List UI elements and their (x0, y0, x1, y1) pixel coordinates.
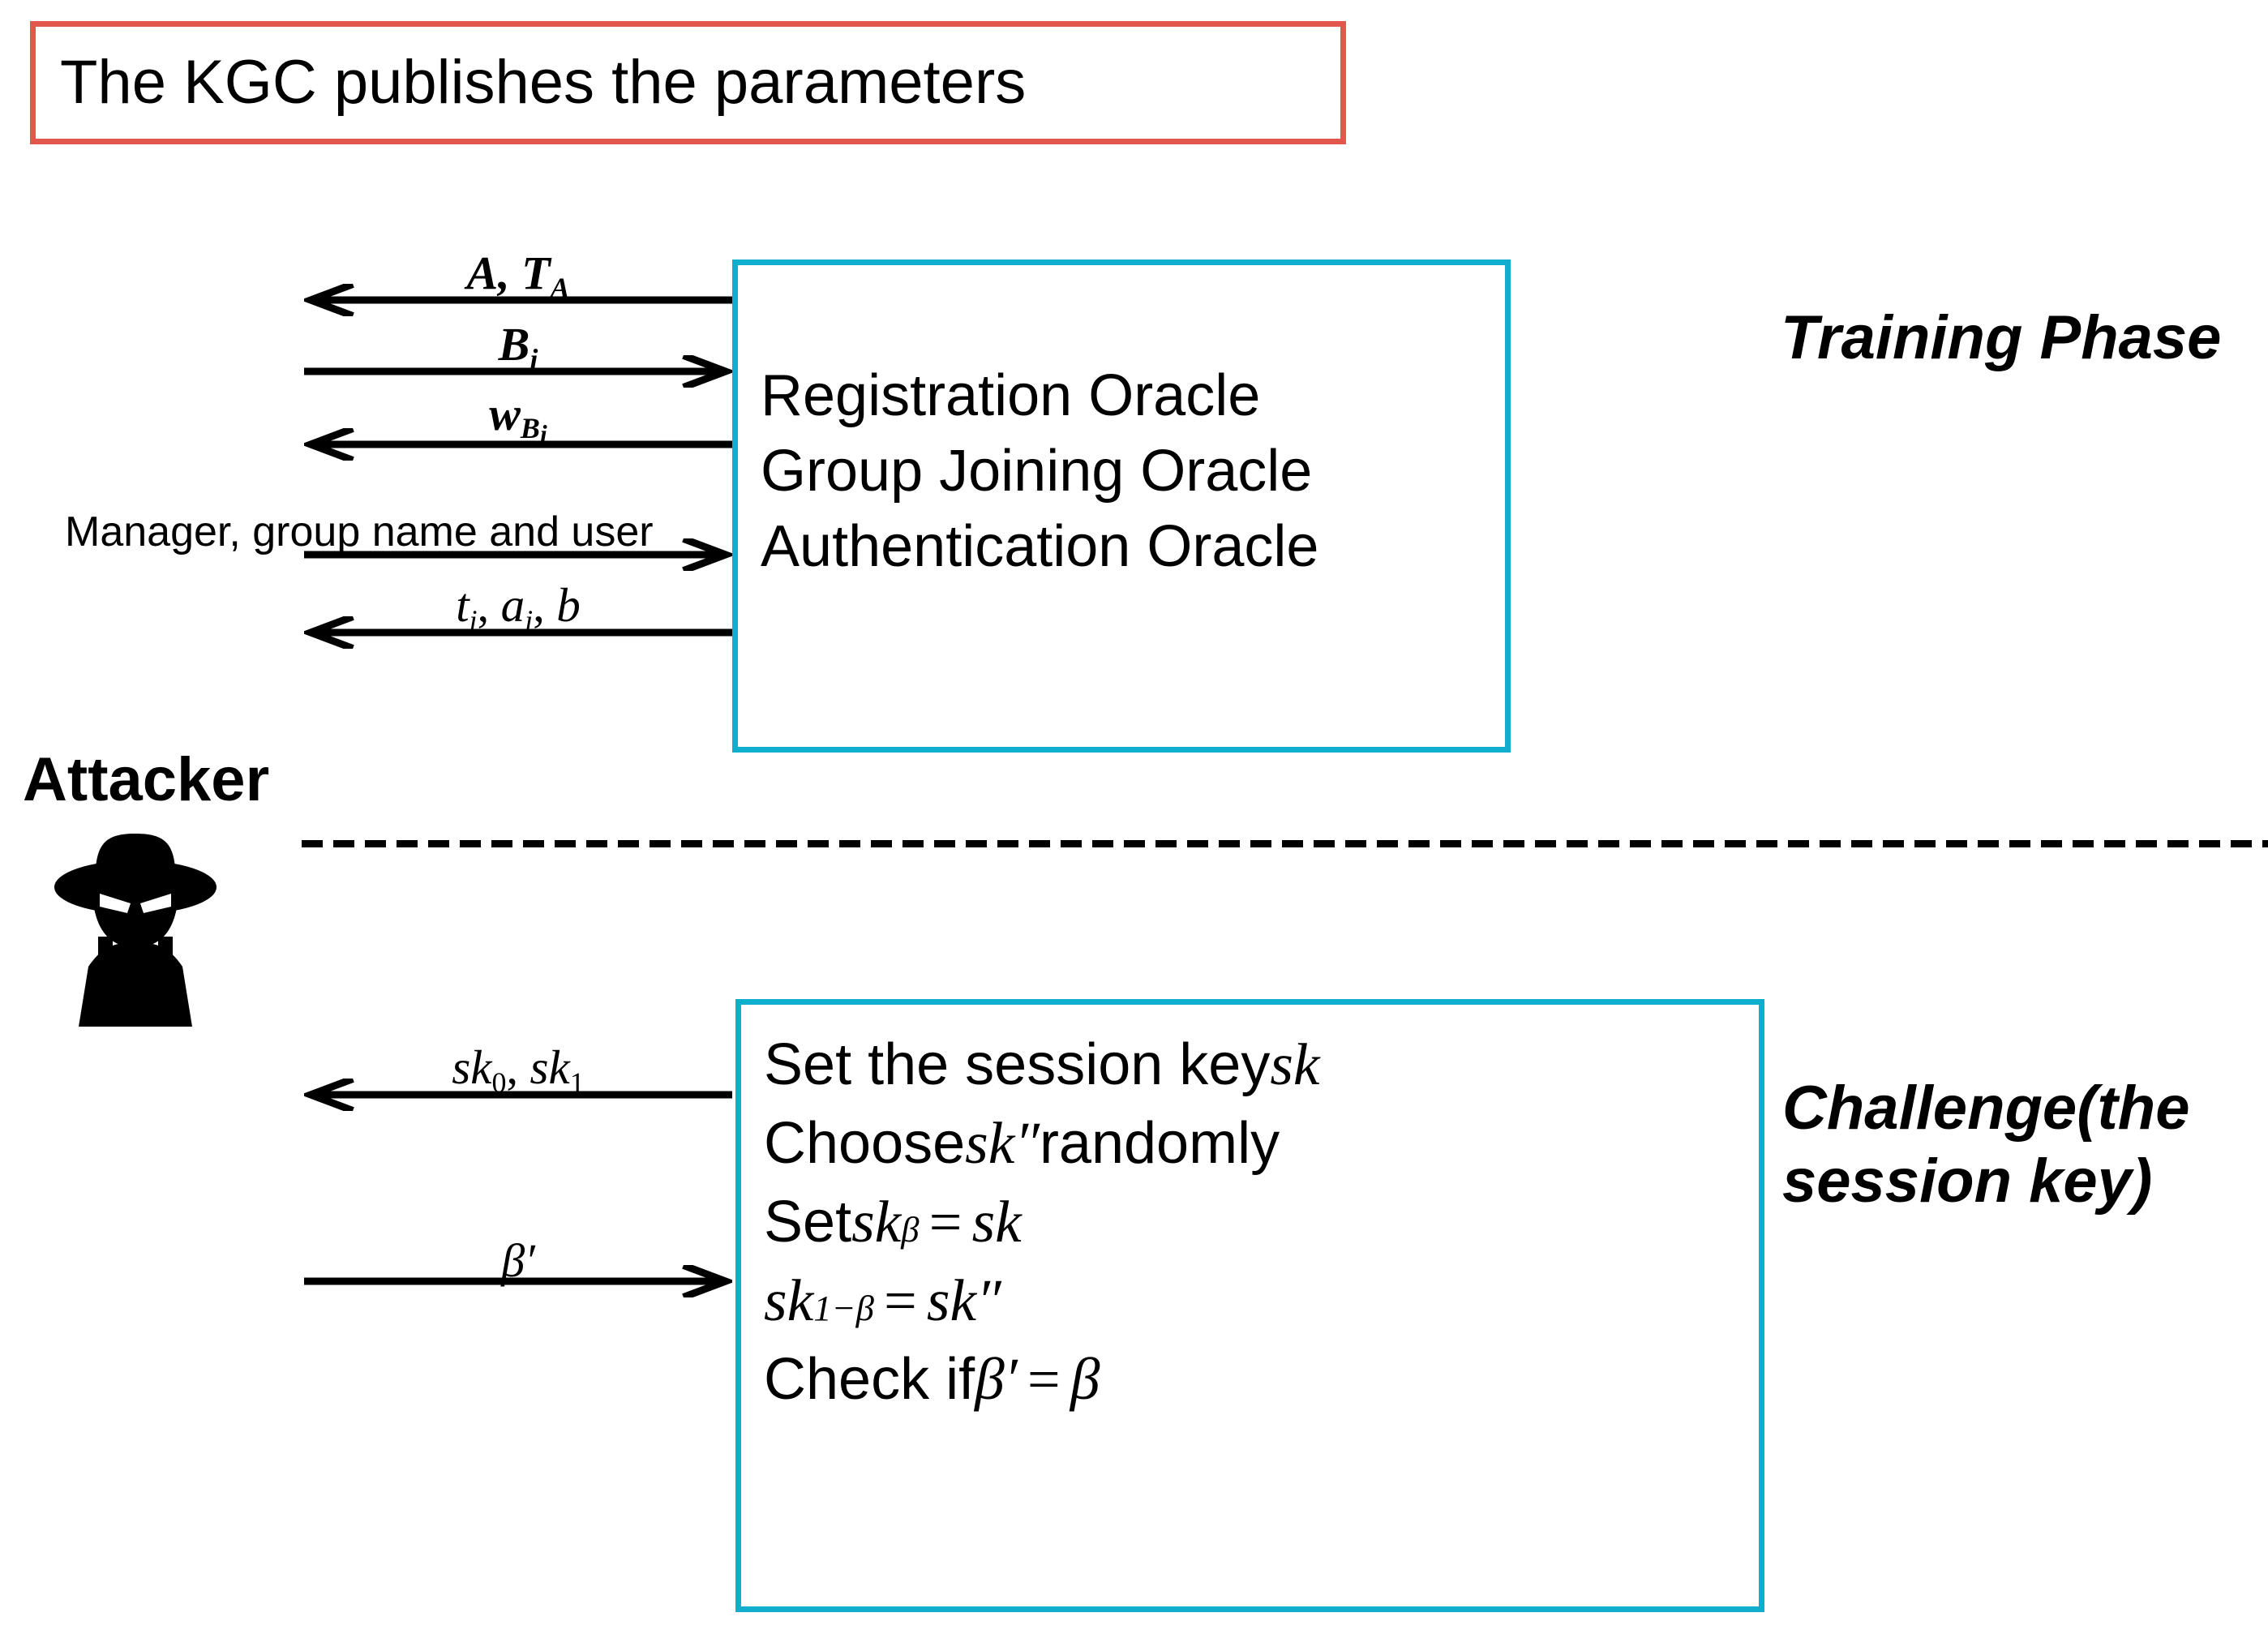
label-sk0: sk (452, 1040, 492, 1095)
message-arrow-ti-ai-b: ti, ai, b (304, 568, 732, 649)
arrow-left-glyph (304, 428, 732, 461)
arrow-left-glyph (304, 1079, 732, 1111)
message-arrow-beta-prime: β′ (304, 1208, 732, 1297)
label-sk1: sk (529, 1040, 570, 1095)
challenge-l5-prime: ′ (1004, 1345, 1018, 1412)
challenge-l3-prefix: Set (764, 1189, 852, 1254)
arrow-left-glyph (304, 284, 732, 316)
challenge-l4-prime: ″ (976, 1267, 1001, 1333)
phase-label-challenge-line1: Challenge(the (1782, 1074, 2190, 1143)
challenge-l1-sk: sk (1270, 1031, 1320, 1097)
message-label-bi: Bi (304, 321, 732, 375)
arrow-right-glyph (304, 355, 732, 388)
challenge-l3-rhs: sk (971, 1188, 1022, 1254)
label-t-subscript: i (469, 604, 478, 637)
challenge-l4-subscript: 1−β (813, 1287, 874, 1328)
challenge-l2-suffix: randomly (1039, 1110, 1280, 1176)
label-t: t (456, 578, 469, 633)
challenge-l3-subscript-beta: β (901, 1208, 920, 1250)
label-a-subscript: A (550, 272, 570, 305)
message-label-manager: Manager, group name and user (65, 508, 654, 555)
label-w-subscript-i: i (539, 420, 547, 449)
oracle-line-registration: Registration Oracle (761, 363, 1261, 428)
phase-label-training: Training Phase (1781, 303, 2222, 372)
challenge-l5-beta-prime: β (975, 1345, 1005, 1412)
phase-label-challenge-line2: session key) (1782, 1146, 2153, 1216)
arrow-left-glyph (304, 616, 732, 649)
message-label-ti-ai-b: ti, ai, b (304, 581, 732, 636)
challenge-l2-sk: sk (965, 1109, 1015, 1176)
label-b-subscript: i (529, 343, 538, 376)
message-arrow-bi: Bi (304, 307, 732, 388)
challenge-l2-prime: ″ (1014, 1109, 1040, 1176)
message-label-wbi: wBi (304, 387, 732, 449)
message-arrow-a-ta: A, TA (304, 235, 732, 316)
challenge-l3-equals: = (928, 1189, 963, 1254)
attacker-label: Attacker (23, 745, 270, 814)
title-box: The KGC publishes the parameters (30, 21, 1346, 144)
page-title: The KGC publishes the parameters (60, 48, 1027, 117)
message-arrow-wbi: wBi (304, 380, 732, 461)
label-sk0-subscript: 0 (491, 1066, 507, 1100)
label-a-subscript: i (525, 604, 534, 637)
arrow-right-glyph (304, 1265, 732, 1297)
spy-attacker-glyph (54, 834, 217, 1027)
message-label-a-ta: A, TA (304, 250, 732, 303)
label-comma-1: , (477, 579, 501, 633)
phase-divider (302, 840, 2268, 847)
phase-divider-dashes (302, 840, 2268, 847)
oracle-line-group-joining: Group Joining Oracle (761, 438, 1313, 504)
challenge-line-check-beta: Check if β′=β (764, 1340, 1320, 1419)
oracle-line-authentication: Authentication Oracle (761, 513, 1319, 579)
label-w-subscript-b: B (520, 412, 540, 445)
phase-label-challenge: Challenge(the session key) (1782, 1072, 2190, 1217)
label-a: a (500, 578, 525, 633)
challenge-line-list: Set the session key sk Choose sk″ random… (764, 1026, 1320, 1419)
challenge-l4-sk: sk (764, 1267, 814, 1333)
label-a: A, T (466, 247, 551, 300)
label-w: w (489, 387, 521, 440)
challenge-l5-equals: = (1027, 1346, 1061, 1412)
challenge-l2-prefix: Choose (764, 1110, 966, 1176)
registration-oracle-box: Registration Oracle Group Joining Oracle… (732, 259, 1511, 753)
spy-attacker-icon (53, 829, 218, 1030)
message-arrow-manager: Manager, group name and user (65, 477, 732, 571)
label-comma: , (506, 1041, 530, 1095)
challenge-l4-equals: = (884, 1267, 917, 1333)
message-label-sk0-sk1: sk0, sk1 (304, 1044, 732, 1098)
message-arrow-sk0-sk1: sk0, sk1 (304, 1022, 732, 1111)
challenge-l4-rhs: sk (926, 1267, 977, 1333)
label-comma-2: , (533, 579, 557, 633)
label-sk1-subscript: 1 (569, 1066, 585, 1100)
challenge-box: Set the session key sk Choose sk″ random… (735, 999, 1764, 1612)
challenge-l5-prefix: Check if (764, 1346, 975, 1412)
challenge-l1-prefix: Set the session key (764, 1032, 1271, 1097)
label-b: B (498, 318, 530, 371)
challenge-line-choose-sk2: Choose sk″ randomly (764, 1104, 1320, 1183)
challenge-line-set-session-key: Set the session key sk (764, 1026, 1320, 1104)
arrow-right-glyph (304, 538, 732, 571)
label-b: b (556, 578, 581, 633)
challenge-l5-beta: β (1070, 1345, 1100, 1412)
challenge-l3-sk: sk (851, 1188, 902, 1254)
oracle-line-list: Registration Oracle Group Joining Oracle… (761, 358, 1318, 585)
message-label-beta-prime: β′ (501, 1234, 535, 1287)
